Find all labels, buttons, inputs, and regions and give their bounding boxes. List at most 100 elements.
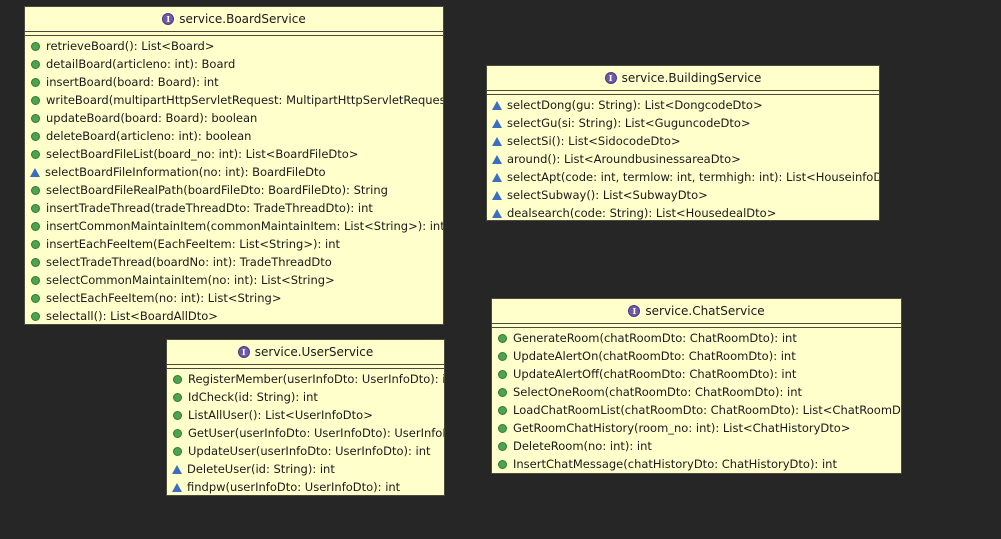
method-row[interactable]: findpw(userInfoDto: UserInfoDto): int (167, 478, 444, 495)
interface-title: service.BuildingService (621, 71, 762, 85)
interface-icon: I (162, 13, 175, 25)
attribute-separator (25, 31, 443, 36)
method-row[interactable]: SelectOneRoom(chatRoomDto: ChatRoomDto):… (492, 383, 901, 401)
method-row[interactable]: GetRoomChatHistory(room_no: int): List<C… (492, 419, 901, 437)
method-signature: insertBoard(board: Board): int (46, 75, 219, 89)
interface-header: I service.BuildingService (487, 66, 879, 90)
method-row[interactable]: dealsearch(code: String): List<Housedeal… (487, 204, 879, 220)
package-visibility-icon (30, 167, 40, 177)
method-row[interactable]: RegisterMember(userInfoDto: UserInfoDto)… (167, 370, 444, 388)
method-row[interactable]: UpdateAlertOn(chatRoomDto: ChatRoomDto):… (492, 347, 901, 365)
method-row[interactable]: insertEachFeeItem(EachFeeItem: List<Stri… (25, 235, 443, 253)
method-signature: selectApt(code: int, termlow: int, termh… (507, 170, 880, 184)
package-visibility-icon (492, 154, 502, 164)
method-signature: retrieveBoard(): List<Board> (46, 39, 215, 53)
method-row[interactable]: writeBoard(multipartHttpServletRequest: … (25, 91, 443, 109)
method-signature: RegisterMember(userInfoDto: UserInfoDto)… (188, 372, 445, 386)
method-row[interactable]: selectall(): List<BoardAllDto> (25, 307, 443, 324)
method-row[interactable]: LoadChatRoomList(chatRoomDto: ChatRoomDt… (492, 401, 901, 419)
method-row[interactable]: selectEachFeeItem(no: int): List<String> (25, 289, 443, 307)
public-method-icon (31, 311, 40, 321)
chat-service-interface[interactable]: I service.ChatService GenerateRoom(chatR… (491, 298, 902, 474)
method-row[interactable]: GetUser(userInfoDto: UserInfoDto): UserI… (167, 424, 444, 442)
method-signature: selectSi(): List<SidocodeDto> (507, 134, 681, 148)
interface-header: I service.BoardService (25, 7, 443, 31)
method-signature: InsertChatMessage(chatHistoryDto: ChatHi… (513, 457, 837, 471)
method-signature: updateBoard(board: Board): boolean (46, 111, 258, 125)
method-signature: selectTradeThread(boardNo: int): TradeTh… (46, 255, 332, 269)
interface-header: I service.UserService (167, 340, 444, 364)
method-row[interactable]: DeleteRoom(no: int): int (492, 437, 901, 455)
public-method-icon (498, 387, 507, 397)
method-signature: selectall(): List<BoardAllDto> (46, 309, 218, 323)
method-row[interactable]: selectSi(): List<SidocodeDto> (487, 132, 879, 150)
method-row[interactable]: selectApt(code: int, termlow: int, termh… (487, 168, 879, 186)
method-signature: DeleteUser(id: String): int (187, 462, 335, 476)
method-list: retrieveBoard(): List<Board> detailBoard(… (25, 36, 443, 324)
method-row[interactable]: selectSubway(): List<SubwayDto> (487, 186, 879, 204)
method-signature: selectBoardFileRealPath(boardFileDto: Bo… (46, 183, 388, 197)
public-method-icon (31, 257, 40, 267)
method-signature: deleteBoard(articleno: int): boolean (46, 129, 252, 143)
method-row[interactable]: ListAllUser(): List<UserInfoDto> (167, 406, 444, 424)
public-method-icon (498, 369, 507, 379)
method-signature: GetRoomChatHistory(room_no: int): List<C… (513, 421, 851, 435)
public-method-icon (173, 428, 182, 438)
method-signature: UpdateAlertOn(chatRoomDto: ChatRoomDto):… (513, 349, 796, 363)
method-row[interactable]: insertBoard(board: Board): int (25, 73, 443, 91)
attribute-separator (492, 323, 901, 328)
method-row[interactable]: IdCheck(id: String): int (167, 388, 444, 406)
method-list: GenerateRoom(chatRoomDto: ChatRoomDto): … (492, 328, 901, 473)
public-method-icon (31, 293, 40, 303)
method-row[interactable]: selectTradeThread(boardNo: int): TradeTh… (25, 253, 443, 271)
method-row[interactable]: selectGu(si: String): List<GuguncodeDto> (487, 114, 879, 132)
method-row[interactable]: insertTradeThread(tradeThreadDto: TradeT… (25, 199, 443, 217)
method-signature: SelectOneRoom(chatRoomDto: ChatRoomDto):… (513, 385, 803, 399)
method-row[interactable]: selectBoardFileList(board_no: int): List… (25, 145, 443, 163)
method-row[interactable]: retrieveBoard(): List<Board> (25, 37, 443, 55)
method-row[interactable]: selectBoardFileRealPath(boardFileDto: Bo… (25, 181, 443, 199)
public-method-icon (498, 423, 507, 433)
method-row[interactable]: InsertChatMessage(chatHistoryDto: ChatHi… (492, 455, 901, 473)
method-row[interactable]: selectBoardFileInformation(no: int): Boa… (25, 163, 443, 181)
method-signature: DeleteRoom(no: int): int (513, 439, 652, 453)
board-service-interface[interactable]: I service.BoardService retrieveBoard(): … (24, 6, 444, 325)
method-row[interactable]: selectCommonMaintainItem(no: int): List<… (25, 271, 443, 289)
method-row[interactable]: selectDong(gu: String): List<DongcodeDto… (487, 96, 879, 114)
interface-title: service.ChatService (645, 304, 765, 318)
public-method-icon (498, 441, 507, 451)
method-row[interactable]: around(): List<AroundbusinessareaDto> (487, 150, 879, 168)
public-method-icon (31, 113, 40, 123)
interface-header: I service.ChatService (492, 299, 901, 323)
public-method-icon (31, 221, 40, 231)
method-signature: selectBoardFileList(board_no: int): List… (46, 147, 359, 161)
method-signature: insertCommonMaintainItem(commonMaintainI… (46, 219, 444, 233)
method-signature: ListAllUser(): List<UserInfoDto> (188, 408, 373, 422)
public-method-icon (31, 203, 40, 213)
method-signature: around(): List<AroundbusinessareaDto> (507, 152, 741, 166)
method-row[interactable]: deleteBoard(articleno: int): boolean (25, 127, 443, 145)
public-method-icon (31, 59, 40, 69)
method-signature: selectEachFeeItem(no: int): List<String> (46, 291, 282, 305)
building-service-interface[interactable]: I service.BuildingService selectDong(gu:… (486, 65, 880, 221)
interface-icon: I (237, 346, 250, 358)
method-signature: selectCommonMaintainItem(no: int): List<… (46, 273, 335, 287)
method-signature: selectBoardFileInformation(no: int): Boa… (45, 165, 326, 179)
attribute-separator (487, 90, 879, 95)
user-service-interface[interactable]: I service.UserService RegisterMember(use… (166, 339, 445, 496)
method-row[interactable]: DeleteUser(id: String): int (167, 460, 444, 478)
method-signature: dealsearch(code: String): List<Housedeal… (507, 206, 777, 220)
public-method-icon (31, 239, 40, 249)
method-row[interactable]: GenerateRoom(chatRoomDto: ChatRoomDto): … (492, 329, 901, 347)
method-row[interactable]: UpdateAlertOff(chatRoomDto: ChatRoomDto)… (492, 365, 901, 383)
method-row[interactable]: UpdateUser(userInfoDto: UserInfoDto): in… (167, 442, 444, 460)
method-row[interactable]: updateBoard(board: Board): boolean (25, 109, 443, 127)
method-signature: UpdateUser(userInfoDto: UserInfoDto): in… (188, 444, 431, 458)
method-row[interactable]: detailBoard(articleno: int): Board (25, 55, 443, 73)
public-method-icon (31, 95, 40, 105)
public-method-icon (31, 77, 40, 87)
attribute-separator (167, 364, 444, 369)
interface-title: service.BoardService (179, 12, 306, 26)
method-row[interactable]: insertCommonMaintainItem(commonMaintainI… (25, 217, 443, 235)
